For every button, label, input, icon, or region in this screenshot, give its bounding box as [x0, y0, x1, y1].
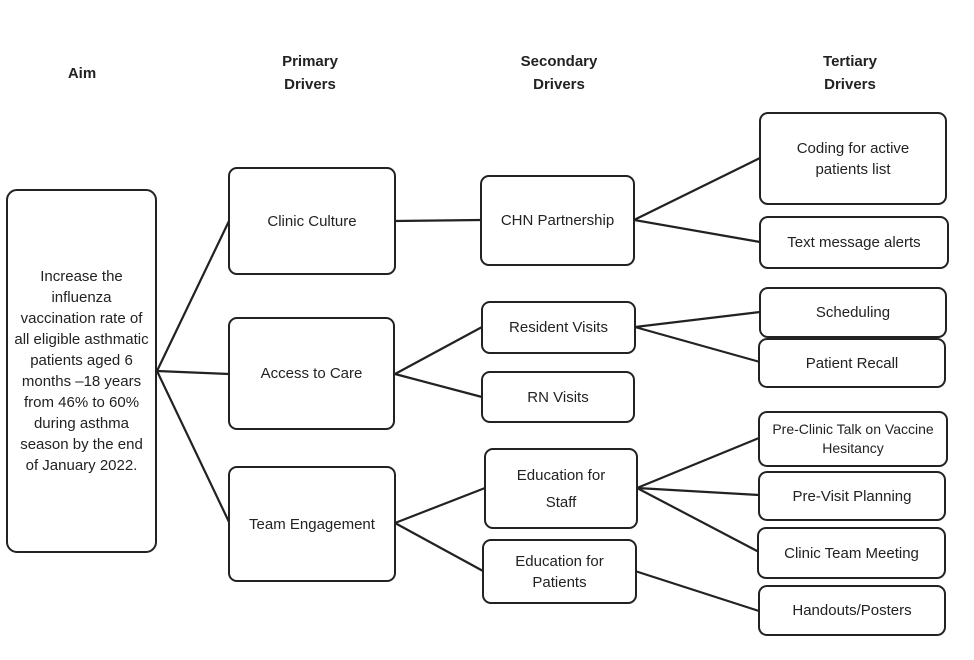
- tertiary-driver-label: Pre-Visit Planning: [792, 487, 912, 505]
- tertiary-driver-label: Scheduling: [815, 304, 891, 321]
- tertiary-driver-label: Pre-Clinic Talk on Vaccine Hesitancy: [772, 421, 934, 456]
- connector-resident-scheduling: [633, 310, 762, 329]
- tertiary-driver-handouts-posters: Handouts/Posters: [758, 585, 946, 636]
- secondary-driver-resident-visits: Resident Visits: [481, 301, 636, 354]
- tertiary-driver-label: Text message alerts: [787, 234, 921, 251]
- connector-chn-text: [632, 218, 762, 244]
- secondary-driver-education-patients: Education for Patients: [482, 539, 637, 604]
- connector-patients-handouts: [633, 569, 761, 613]
- header-primary-drivers: Primary Drivers: [282, 53, 338, 93]
- aim-text: Increase the influenza vaccination rate …: [14, 268, 149, 474]
- tertiary-driver-clinic-team-meeting: Clinic Team Meeting: [757, 527, 946, 579]
- tertiary-driver-label: Patient Recall: [805, 354, 899, 372]
- connector-aim-clinic-culture: [155, 219, 231, 373]
- tertiary-driver-patient-recall: Patient Recall: [758, 338, 946, 388]
- tertiary-driver-coding-active-patients: Coding for active patients list: [759, 112, 947, 205]
- primary-driver-label: Access to Care: [260, 365, 363, 382]
- connector-staff-teammeeting: [635, 486, 761, 554]
- secondary-driver-education-staff: Education for Staff: [484, 448, 638, 529]
- connector-staff-preclinic: [635, 436, 761, 490]
- secondary-driver-label: Education for Patients: [515, 552, 604, 591]
- connector-access-rn: [393, 372, 484, 399]
- connector-team-staff: [393, 486, 487, 525]
- tertiary-driver-label: Clinic Team Meeting: [784, 544, 919, 562]
- connector-access-resident: [393, 325, 484, 376]
- connector-resident-recall: [633, 325, 762, 364]
- primary-driver-access-to-care: Access to Care: [228, 317, 395, 430]
- connector-staff-previsit: [635, 486, 761, 497]
- secondary-driver-rn-visits: RN Visits: [481, 371, 635, 423]
- secondary-driver-chn-partnership: CHN Partnership: [480, 175, 635, 266]
- connector-clinic-culture-chn: [393, 218, 483, 223]
- connector-chn-coding: [632, 156, 762, 222]
- primary-driver-label: Team Engagement: [249, 515, 375, 533]
- tertiary-driver-previsit-planning: Pre-Visit Planning: [758, 471, 946, 521]
- secondary-driver-label: CHN Partnership: [500, 212, 615, 229]
- connector-aim-team-engagement: [155, 369, 231, 524]
- primary-driver-label: Clinic Culture: [267, 212, 357, 230]
- tertiary-driver-text-message-alerts: Text message alerts: [759, 216, 949, 269]
- connector-aim-access-to-care: [155, 369, 231, 376]
- tertiary-driver-label: Handouts/Posters: [792, 602, 912, 619]
- primary-driver-team-engagement: Team Engagement: [228, 466, 396, 582]
- secondary-driver-label: Education for Staff: [516, 466, 606, 511]
- connector-team-patients: [393, 521, 485, 573]
- header-secondary-drivers: Secondary Drivers: [520, 53, 598, 93]
- primary-driver-clinic-culture: Clinic Culture: [228, 167, 396, 275]
- header-aim: Aim: [67, 65, 97, 82]
- tertiary-driver-scheduling: Scheduling: [759, 287, 947, 338]
- tertiary-driver-label: Coding for active patients list: [796, 139, 910, 178]
- tertiary-driver-preclinic-talk: Pre-Clinic Talk on Vaccine Hesitancy: [758, 411, 948, 467]
- aim-box: Increase the influenza vaccination rate …: [6, 189, 157, 553]
- secondary-driver-label: Resident Visits: [509, 319, 608, 336]
- secondary-driver-label: RN Visits: [527, 388, 589, 406]
- header-tertiary-drivers: Tertiary Drivers: [823, 53, 877, 93]
